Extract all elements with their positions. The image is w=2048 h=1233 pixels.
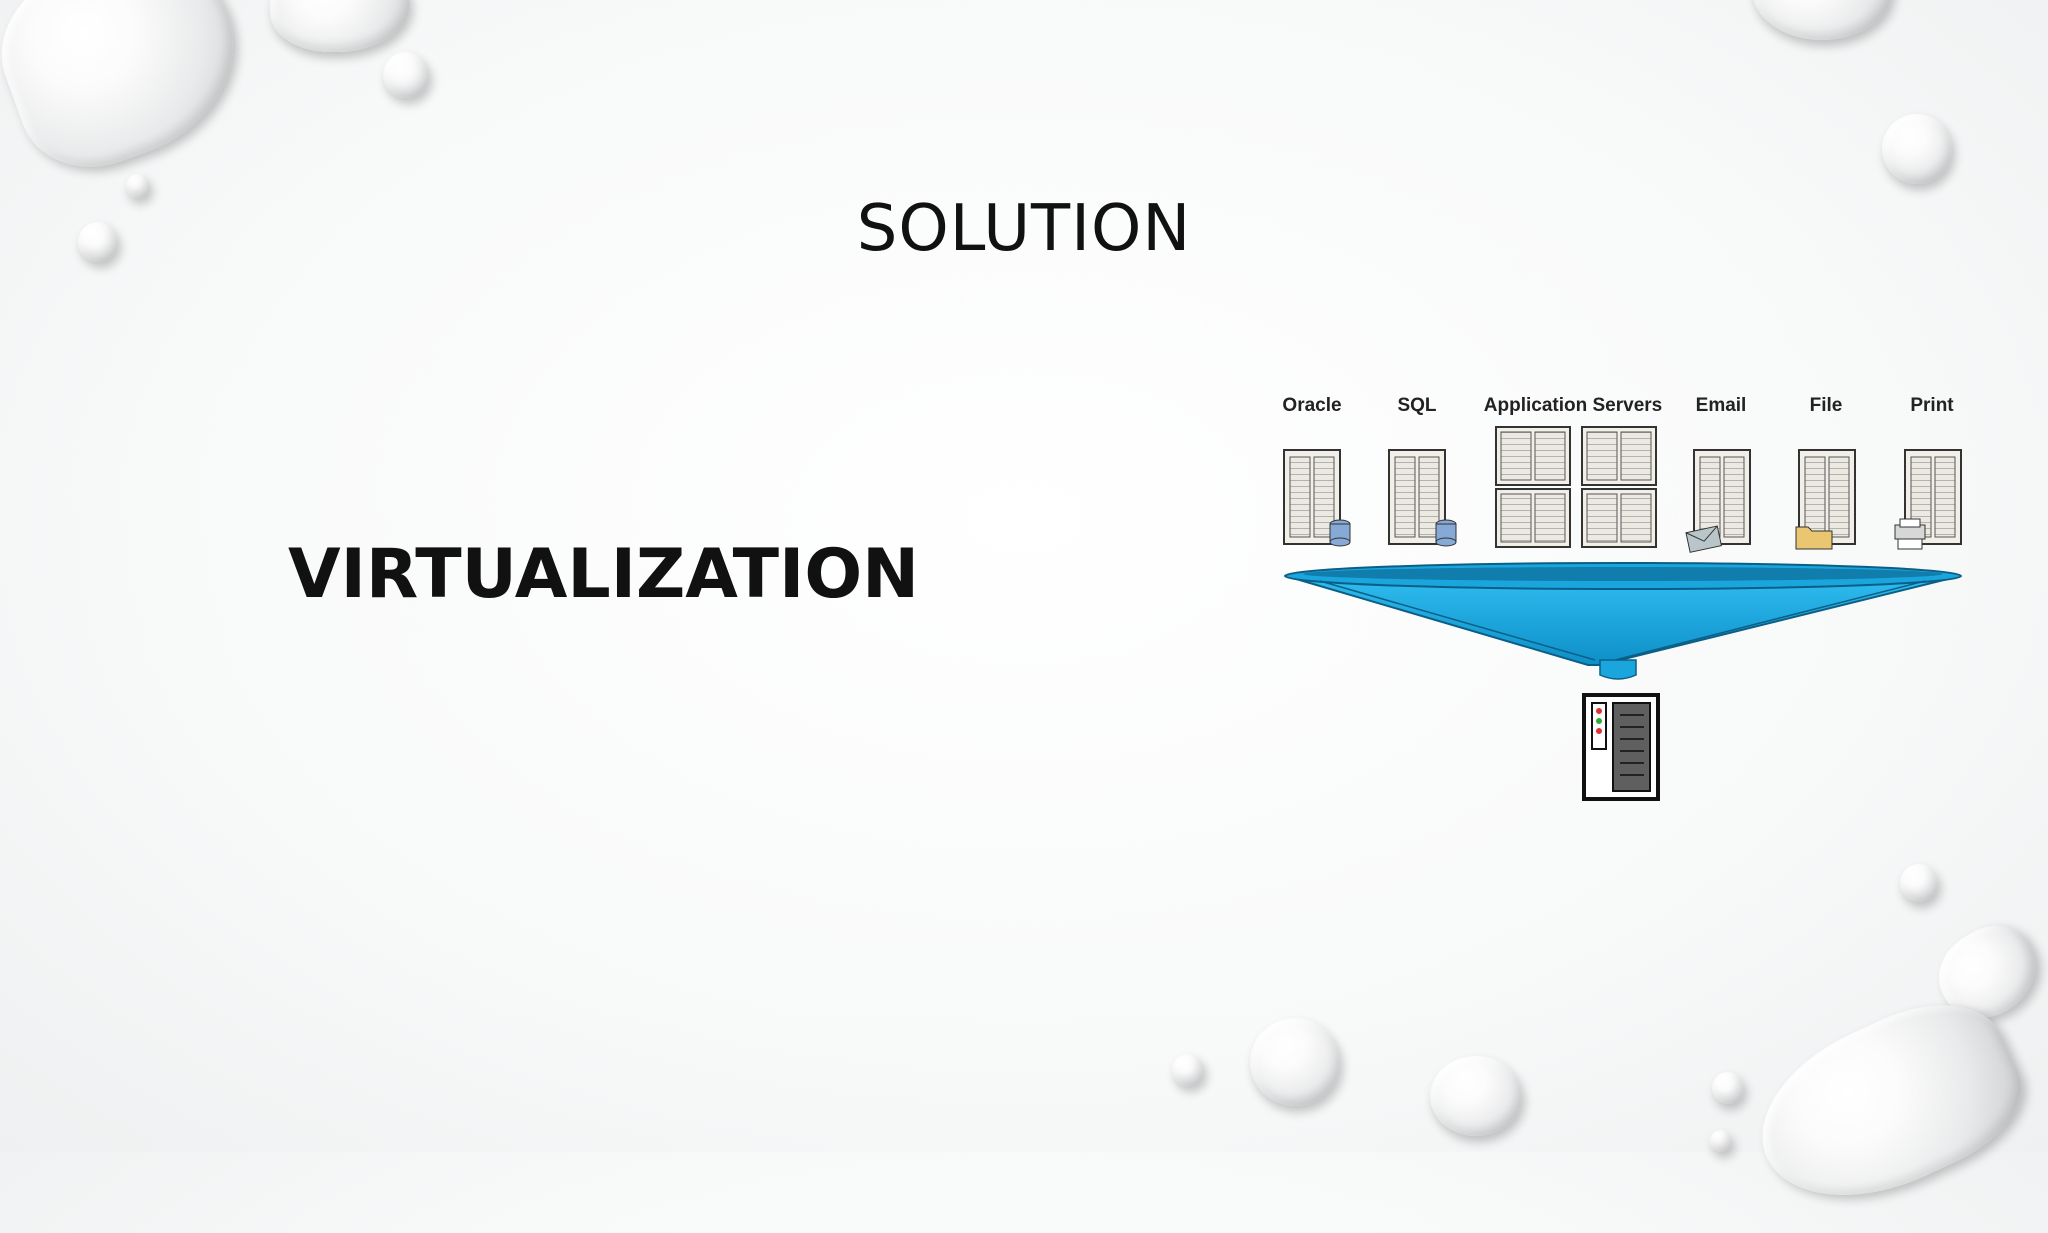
water-drop-decoration [1882, 114, 1952, 184]
water-drop-decoration [78, 222, 118, 262]
print-server-icon [1894, 449, 1962, 550]
slide-title: SOLUTION [856, 192, 1192, 266]
server-label-application-servers: Application Servers [1484, 395, 1662, 416]
consolidated-server-icon [1582, 693, 1660, 801]
server-label-sql: SQL [1397, 395, 1436, 416]
water-drop-decoration [1430, 1056, 1522, 1136]
slide-subtitle: VIRTUALIZATION [288, 535, 920, 614]
water-drop-decoration [1172, 1054, 1204, 1086]
water-drop-decoration [1900, 864, 1938, 902]
water-drop-decoration [126, 174, 150, 198]
oracle-server-icon [1283, 449, 1351, 547]
water-drop-decoration [0, 0, 263, 189]
application-servers-icon [1495, 426, 1657, 548]
water-drop-decoration [1752, 0, 1892, 40]
server-label-file: File [1810, 395, 1843, 416]
virtualization-diagram: Oracle SQL Application Servers Email Fil… [1282, 395, 1962, 801]
funnel-icon [1284, 562, 1962, 680]
server-label-oracle: Oracle [1282, 395, 1341, 416]
server-label-print: Print [1910, 395, 1954, 416]
server-label-email: Email [1696, 395, 1747, 416]
water-drop-decoration [1250, 1018, 1340, 1106]
water-drop-decoration [1710, 1130, 1732, 1152]
water-drop-decoration [270, 0, 410, 52]
water-drop-decoration [1712, 1072, 1744, 1104]
file-server-icon [1795, 449, 1856, 550]
water-drop-decoration [383, 52, 429, 98]
email-server-icon [1685, 449, 1751, 553]
sql-server-icon [1388, 449, 1457, 547]
